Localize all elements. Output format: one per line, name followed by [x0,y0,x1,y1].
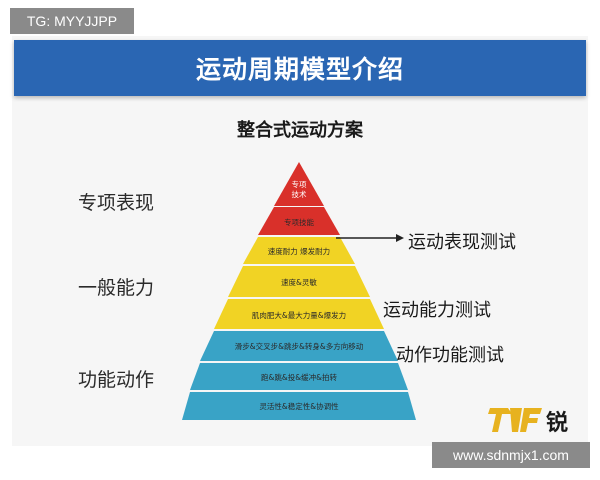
layer-text-speed-endurance: 速度耐力 爆发耐力 [268,246,330,256]
left-label-functional: 功能动作 [78,369,155,391]
layer-text-basic: 跑&跳&投&缓冲&拍转 [261,372,337,382]
logo-text: 锐 [546,410,568,436]
pyramid-layer-skill [258,207,340,235]
diagram-subtitle: 整合式运动方案 [237,120,363,141]
pyramid-layer-tip [274,162,324,206]
pyramid-layer-mobility [182,392,416,420]
layer-text-mobility: 灵活性&稳定性&协调性 [259,401,339,411]
watermark-bottom: www.sdnmjx1.com [432,442,590,468]
pyramid-layer-basic [190,363,408,390]
title-banner: 运动周期模型介绍 [14,40,586,96]
layer-text-tip-line2: 技术 [292,189,307,199]
left-label-general: 一般能力 [78,277,155,299]
brand-logo: 锐 [488,408,568,436]
right-label-function-test: 动作功能测试 [396,345,504,366]
layer-text-movement: 滑步&交叉步&跳步&转身&多方向移动 [235,341,364,351]
layer-text-strength: 肌肉肥大&最大力量&爆发力 [252,310,346,320]
pyramid-layer-strength [214,299,384,329]
logo-mark-icon [488,408,542,432]
banner-title: 运动周期模型介绍 [195,55,404,84]
layer-text-agility: 速度&灵敏 [281,277,317,287]
pyramid-layer-speed-endurance [243,237,355,264]
arrow-icon [336,234,404,242]
right-label-ability-test: 运动能力测试 [383,300,491,321]
layer-text-skill: 专项技能 [284,217,314,227]
pyramid-layer-agility [228,266,370,297]
watermark-top: TG: MYYJJPP [10,8,134,34]
layer-text-tip-line1: 专项 [292,179,307,189]
left-label-specialty: 专项表现 [78,192,155,214]
pyramid-layer-movement [200,331,398,361]
right-label-performance-test: 运动表现测试 [408,232,516,253]
